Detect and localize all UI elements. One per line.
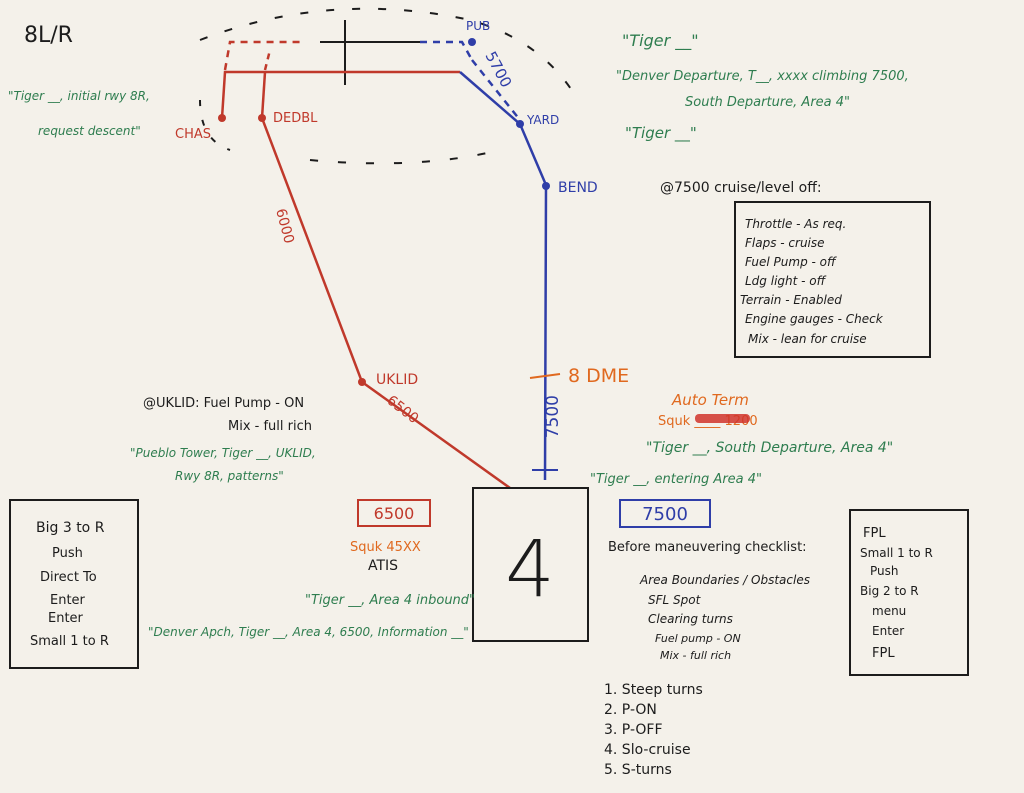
- cruise-item-7: Mix - lean for cruise: [748, 332, 867, 346]
- big3-instruction-box: [9, 499, 139, 669]
- tr-call-3: South Departure, Area 4": [685, 95, 850, 110]
- fpl-line-2: Small 1 to R: [860, 546, 933, 560]
- cruise-item-4: Ldg light - off: [745, 274, 827, 288]
- box-7500: [619, 499, 711, 528]
- left-call-line-1: "Tiger __, initial rwy 8R,: [8, 89, 150, 103]
- maneuver-list-3: 3. P-OFF: [604, 722, 663, 738]
- big3-line-5: Enter: [48, 611, 84, 626]
- area-4-number: 4: [505, 525, 555, 615]
- red-dashed-stub: [263, 49, 272, 71]
- maneuver-title: Before maneuvering checklist:: [608, 540, 807, 555]
- maneuver-item-3: Clearing turns: [648, 612, 733, 626]
- red-route-top: [220, 70, 460, 119]
- fpl-line-3: Push: [870, 564, 899, 578]
- dme-tick: [529, 373, 561, 379]
- box-6500-label: 6500: [374, 504, 415, 523]
- south-departure-call: "Tiger __, South Departure, Area 4": [646, 440, 893, 456]
- waypoint-label-pub: PUB: [466, 19, 490, 33]
- maneuver-item-4: Fuel pump - ON: [655, 632, 741, 645]
- airspace-arc-bottom: [309, 149, 501, 165]
- waypoint-label-bend: BEND: [558, 180, 598, 196]
- fpl-instruction-box: [849, 509, 969, 676]
- fpl-line-6: Enter: [872, 624, 904, 638]
- fpl-line-4: Big 2 to R: [860, 584, 919, 598]
- maneuver-item-2: SFL Spot: [648, 593, 702, 607]
- tr-call-4: "Tiger __": [625, 124, 697, 143]
- waypoint-dot-uklid: [358, 378, 366, 386]
- uklid-note-2: Mix - full rich: [228, 419, 312, 434]
- tr-call-1: "Tiger __": [622, 31, 699, 51]
- dme-label: 8 DME: [568, 365, 629, 387]
- big3-line-6: Small 1 to R: [30, 634, 109, 649]
- waypoint-label-yard: YARD: [526, 113, 559, 127]
- waypoint-dot-dedbl: [258, 114, 266, 122]
- waypoint-dot-yard: [516, 120, 524, 128]
- waypoint-dot-chas: [218, 114, 226, 122]
- tr-call-2: "Denver Departure, T__, xxxx climbing 75…: [616, 69, 909, 84]
- cruise-checklist-box: [734, 201, 931, 358]
- approach-call: "Denver Apch, Tiger __, Area 4, 6500, In…: [148, 625, 469, 639]
- big3-line-4: Enter: [50, 593, 86, 608]
- waypoint-label-dedbl: DEDBL: [273, 111, 318, 126]
- waypoint-dot-bend: [542, 182, 550, 190]
- fpl-line-5: menu: [872, 604, 906, 618]
- entering-area-call: "Tiger __, entering Area 4": [590, 472, 762, 487]
- box-7500-label: 7500: [642, 504, 688, 525]
- fpl-line-1: FPL: [863, 526, 886, 541]
- cruise-title: @7500 cruise/level off:: [660, 180, 822, 196]
- pueblo-call-1: "Pueblo Tower, Tiger __, UKLID,: [130, 446, 316, 460]
- maneuver-item-1: Area Boundaries / Obstacles: [639, 573, 810, 587]
- maneuver-list-2: 2. P-ON: [604, 702, 657, 718]
- left-call-line-2: request descent": [38, 124, 141, 138]
- red-dashed-route: [223, 40, 300, 71]
- auto-term-label: Auto Term: [671, 391, 749, 409]
- area-4-box: [472, 487, 589, 642]
- squawk-45xx-label: Squk 45XX: [350, 540, 421, 555]
- pueblo-call-2: Rwy 8R, patterns": [175, 469, 284, 483]
- blue-route: [459, 71, 548, 481]
- altitude-label-7500: 7500: [543, 395, 563, 438]
- maneuver-item-5: Mix - full rich: [660, 649, 731, 662]
- cruise-item-3: Fuel Pump - off: [745, 255, 837, 269]
- atis-label: ATIS: [368, 558, 398, 574]
- fpl-line-7: FPL: [872, 646, 895, 661]
- big3-line-3: Direct To: [40, 570, 97, 585]
- waypoint-dot-pub: [468, 38, 476, 46]
- title-label: 8L/R: [24, 23, 73, 48]
- cruise-item-2: Flaps - cruise: [745, 236, 825, 250]
- big3-line-1: Big 3 to R: [36, 520, 105, 536]
- cruise-item-1: Throttle - As req.: [745, 217, 846, 231]
- red-route-dedbl-stub: [260, 71, 267, 119]
- maneuver-list-1: 1. Steep turns: [604, 682, 703, 698]
- cruise-item-5: Terrain - Enabled: [740, 293, 842, 307]
- waypoint-label-uklid: UKLID: [376, 372, 418, 388]
- blue-dashed-route: [420, 40, 474, 61]
- cruise-item-6: Engine gauges - Check: [745, 312, 884, 326]
- maneuver-list-4: 4. Slo-cruise: [604, 742, 691, 758]
- squawk-scribble: [695, 414, 750, 423]
- uklid-note-1: @UKLID: Fuel Pump - ON: [143, 396, 304, 411]
- big3-line-2: Push: [52, 546, 83, 561]
- waypoint-label-chas: CHAS: [175, 127, 211, 142]
- box-6500: [357, 499, 431, 527]
- maneuver-list-5: 5. S-turns: [604, 762, 672, 778]
- area4-inbound-call: "Tiger __, Area 4 inbound": [305, 593, 475, 608]
